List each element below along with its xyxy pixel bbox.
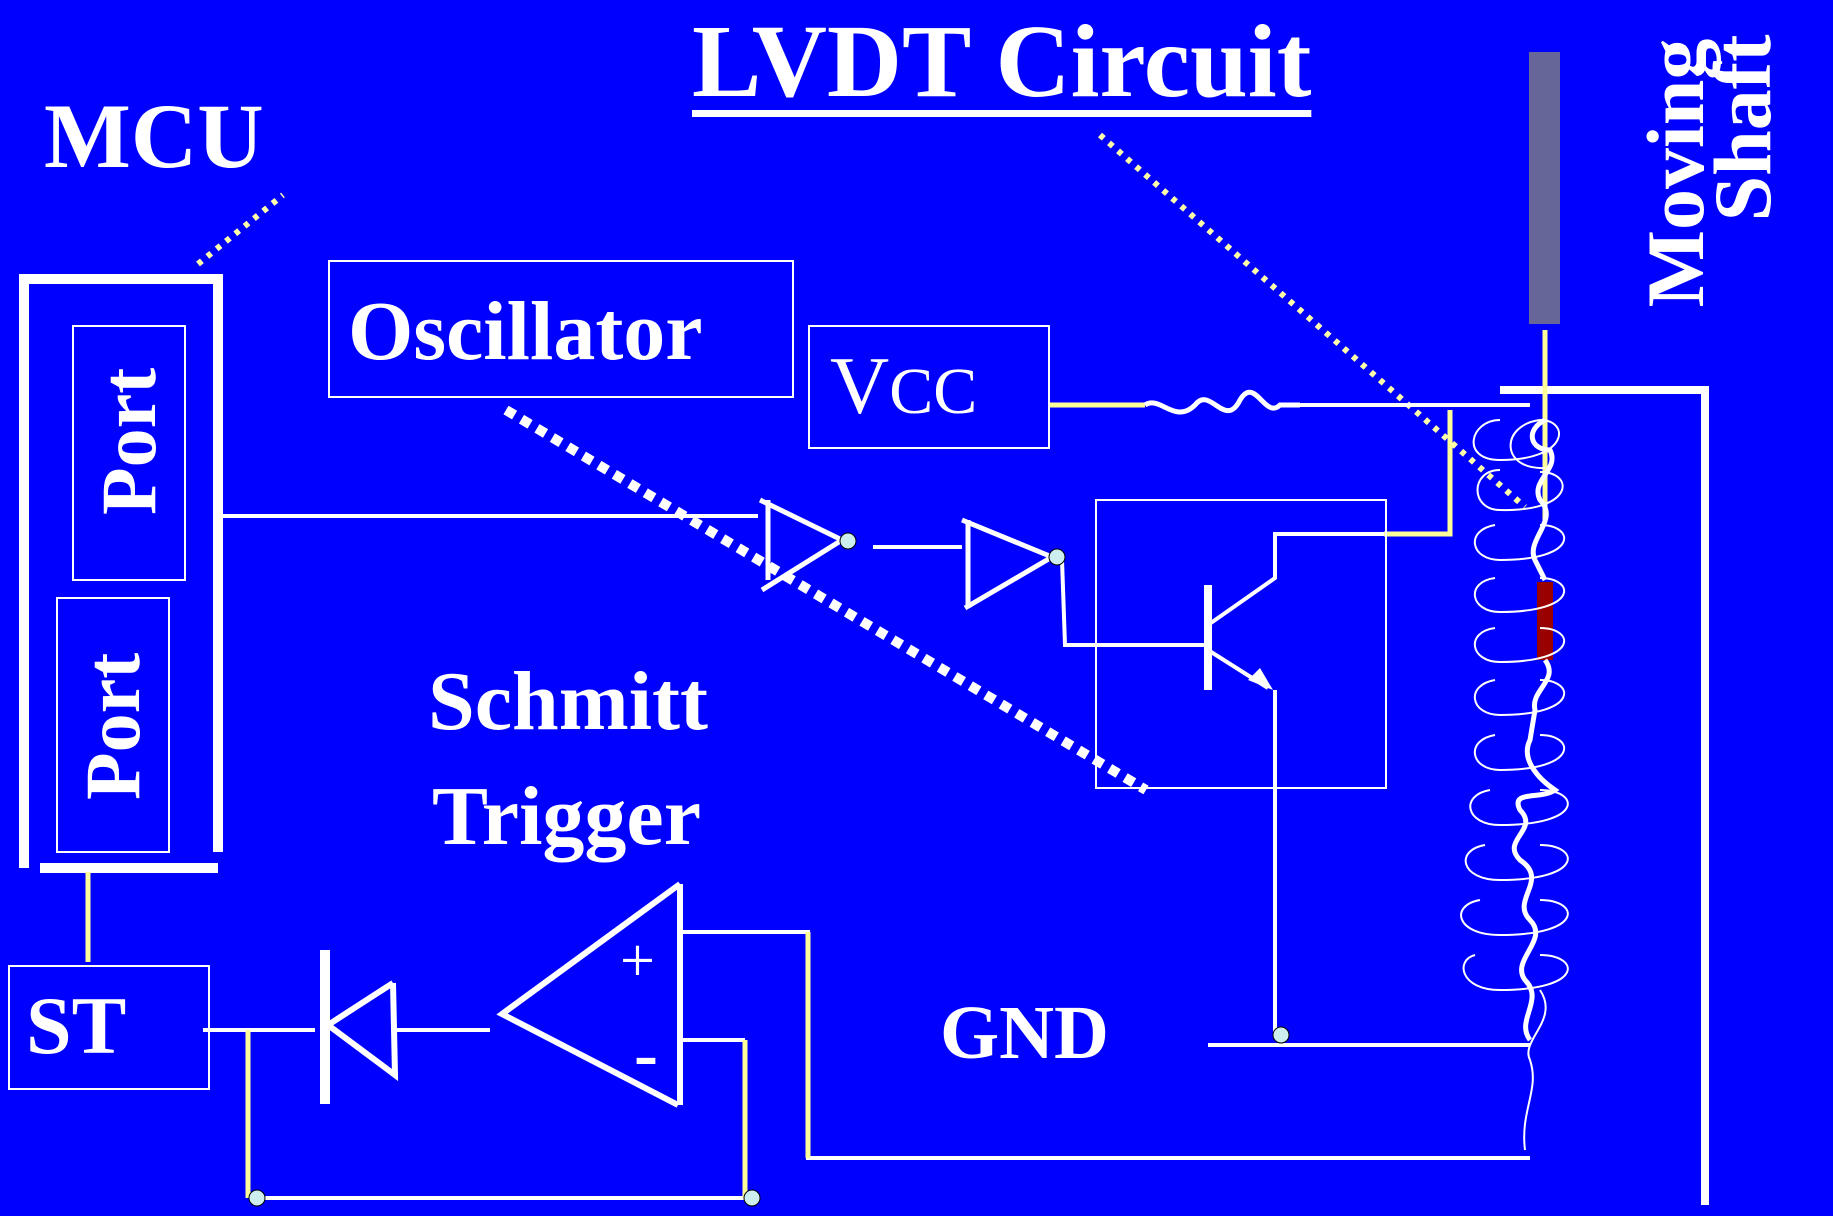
yellow-wires: [85, 330, 1548, 1198]
port-bottom-label: Port: [69, 652, 156, 800]
node: [1272, 1026, 1290, 1044]
schmitt-label-line1: Schmitt: [428, 655, 708, 748]
gnd-label: GND: [940, 991, 1109, 1075]
opamp-plus: +: [620, 927, 655, 995]
node: [743, 1189, 761, 1207]
st-label: ST: [26, 980, 127, 1071]
schmitt-label-line2: Trigger: [432, 770, 701, 863]
buffer-node: [839, 532, 857, 550]
lvdt-secondary-coil: [1511, 417, 1560, 1042]
mcu-block: [19, 274, 223, 873]
vcc-box: [808, 325, 1050, 449]
buffer-node: [1048, 548, 1066, 566]
page-title: LVDT Circuit: [692, 4, 1312, 119]
vcc-cc: CC: [889, 355, 978, 428]
wires: [203, 386, 1709, 1205]
moving-shaft: [1529, 52, 1560, 324]
resistor-squiggle: [1143, 389, 1300, 415]
opamp-minus: -: [634, 1014, 658, 1094]
shaft-core: [1537, 582, 1553, 660]
mcu-label: MCU: [44, 85, 264, 187]
vcc-label: VCC: [830, 345, 977, 427]
port-top-box: [72, 325, 186, 581]
transistor-box: [1095, 499, 1387, 789]
lvdt-coils: [1460, 418, 1569, 1151]
emitter-arrow: [1248, 668, 1273, 690]
oscillator-box: [328, 260, 794, 398]
node: [248, 1189, 266, 1207]
st-box: [8, 965, 210, 1090]
port-bottom-box: [56, 597, 170, 853]
port-top-label: Port: [85, 367, 172, 515]
moving-shaft-label-line2: Shaft: [1697, 34, 1788, 222]
callout-lines: [196, 132, 1527, 795]
oscillator-label: Oscillator: [348, 285, 703, 378]
diode: [320, 950, 399, 1104]
schmitt-opamp: [496, 881, 683, 1108]
vcc-v: V: [830, 340, 890, 431]
